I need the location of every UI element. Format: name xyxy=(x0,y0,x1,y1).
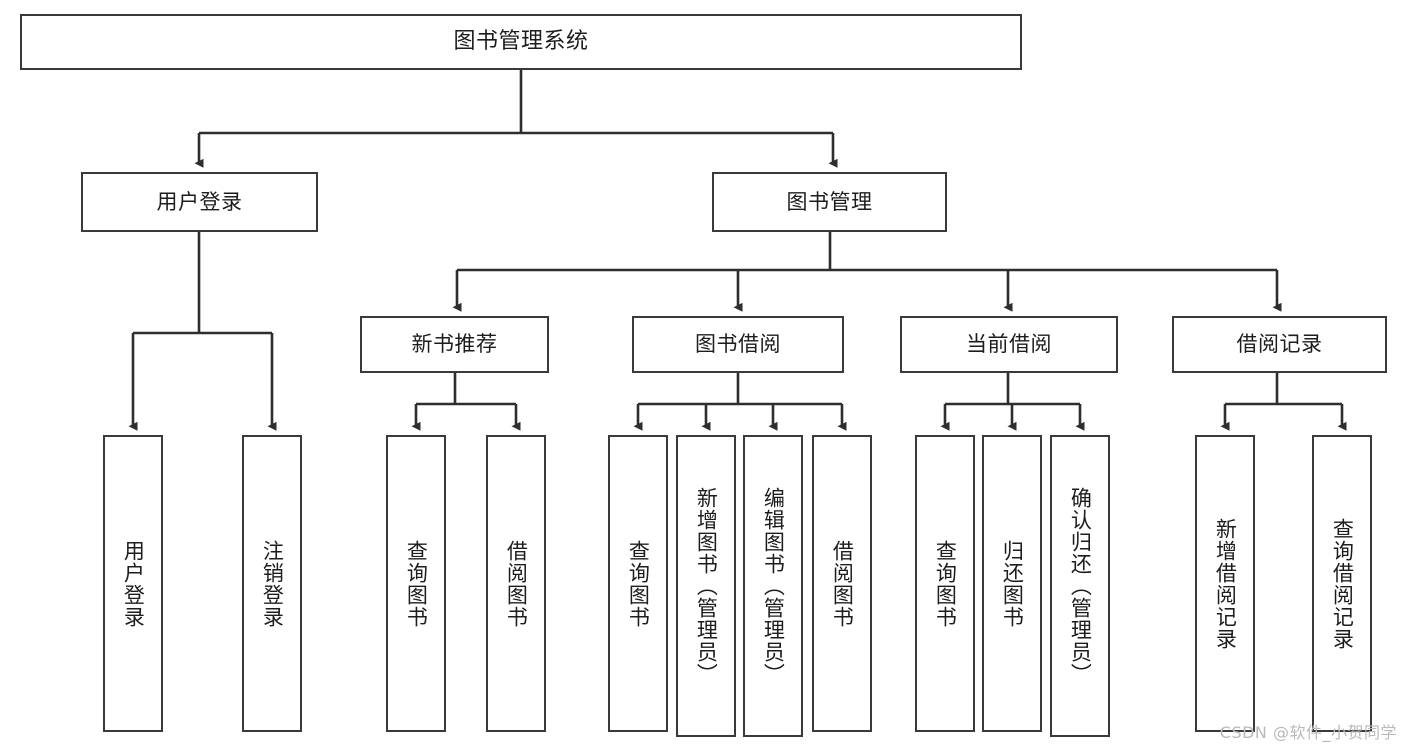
leaf-query-borrow-record[interactable]: 查询借阅记录 xyxy=(1312,435,1372,732)
leaf-query-book-recommend[interactable]: 查询图书 xyxy=(386,435,446,732)
leaf-add-book-admin[interactable]: 新增图书（管理员） xyxy=(676,435,736,737)
node-book-borrow[interactable]: 图书借阅 xyxy=(632,316,844,373)
node-root-system[interactable]: 图书管理系统 xyxy=(20,14,1022,70)
leaf-confirm-return-admin[interactable]: 确认归还（管理员） xyxy=(1050,435,1110,737)
leaf-return-book[interactable]: 归还图书 xyxy=(982,435,1042,732)
node-borrow-record[interactable]: 借阅记录 xyxy=(1172,316,1387,373)
node-new-book-recommend[interactable]: 新书推荐 xyxy=(360,316,549,373)
leaf-borrow-book-recommend[interactable]: 借阅图书 xyxy=(486,435,546,732)
leaf-add-borrow-record[interactable]: 新增借阅记录 xyxy=(1195,435,1255,732)
node-user-login[interactable]: 用户登录 xyxy=(81,172,318,232)
leaf-query-book-current[interactable]: 查询图书 xyxy=(915,435,975,732)
leaf-logout-login[interactable]: 注销登录 xyxy=(242,435,302,732)
leaf-user-login[interactable]: 用户登录 xyxy=(103,435,163,732)
node-book-management[interactable]: 图书管理 xyxy=(712,172,947,232)
csdn-watermark: CSDN @软件_小贺同学 xyxy=(1219,723,1397,742)
leaf-query-book-borrow[interactable]: 查询图书 xyxy=(608,435,668,732)
leaf-borrow-book-borrow[interactable]: 借阅图书 xyxy=(812,435,872,732)
leaf-edit-book-admin[interactable]: 编辑图书（管理员） xyxy=(743,435,803,737)
node-current-borrow[interactable]: 当前借阅 xyxy=(900,316,1118,373)
